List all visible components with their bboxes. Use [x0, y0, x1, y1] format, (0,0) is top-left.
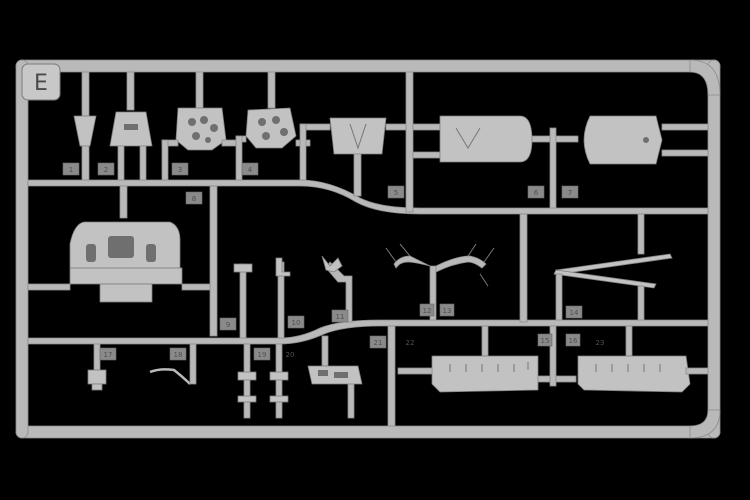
part-number-label: 5 [394, 189, 398, 197]
part-8 [27, 185, 211, 303]
part-14 [553, 213, 673, 321]
part-number-label: 7 [568, 189, 572, 197]
sprue-letter: E [34, 71, 48, 96]
part-number-label: 20 [286, 351, 295, 359]
sprue-letter-tab: E [21, 63, 61, 101]
part-3 [161, 71, 237, 181]
part-11 [321, 255, 353, 323]
part-19 [237, 343, 271, 419]
part-number-label: 14 [570, 309, 579, 317]
part-number-label: 8 [192, 195, 196, 203]
part-5 [299, 117, 407, 199]
part-6 [412, 115, 579, 209]
part-number-label: 11 [336, 313, 345, 321]
part-23 [565, 325, 709, 393]
part-number-label: 2 [104, 166, 108, 174]
part-number-label: 23 [596, 339, 605, 347]
part-1 [62, 71, 97, 181]
part-7 [561, 115, 709, 199]
part-number-label: 22 [406, 339, 415, 347]
sprue-frame [15, 59, 721, 439]
part-number-label: 9 [226, 321, 230, 329]
part-number-label: 3 [178, 166, 182, 174]
part-4 [235, 71, 311, 181]
part-number-label: 10 [292, 319, 301, 327]
part-number-label: 21 [374, 339, 383, 347]
part-number-label: 1 [69, 166, 73, 174]
part-number-label: 17 [104, 351, 113, 359]
part-18 [149, 343, 197, 385]
part-2 [97, 71, 153, 181]
part-number-label: 19 [258, 351, 267, 359]
part-22 [397, 325, 577, 393]
part-21 [307, 335, 387, 419]
part-number-label: 4 [248, 166, 253, 174]
part-number-label: 13 [443, 307, 452, 315]
part-9 [219, 263, 253, 339]
part-number-label: 12 [423, 307, 432, 315]
part-20 [269, 343, 289, 419]
part-number-labels: 1 2 3 4 5 6 7 8 9 10 11 12 13 14 15 16 1… [69, 166, 605, 359]
part-17 [87, 343, 117, 391]
sprue-runners [27, 71, 709, 427]
part-10 [275, 257, 305, 339]
part-number-label: 18 [174, 351, 183, 359]
part-12 [385, 243, 495, 321]
part-number-label: 16 [569, 337, 578, 345]
part-number-label: 6 [534, 189, 539, 197]
part-number-label: 15 [541, 337, 550, 345]
